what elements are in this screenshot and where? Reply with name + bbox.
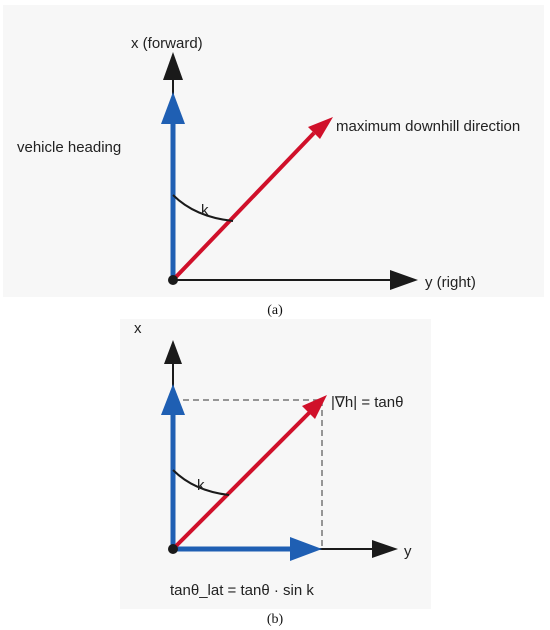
panel-a-caption: (a) <box>267 303 283 318</box>
panel-a-angle-label: k <box>201 202 209 219</box>
panel-a-y-axis-arrowhead <box>390 270 418 290</box>
panel-b-gradient-label: |∇h| = tanθ <box>331 394 403 411</box>
panel-b-y-axis-arrowhead <box>372 540 398 558</box>
panel-b-heading-arrowhead <box>161 384 185 415</box>
panel-b-origin-dot <box>168 544 178 554</box>
panel-a-heading-label: vehicle heading <box>17 139 121 156</box>
panel-b-gradient-arrowhead <box>302 395 327 419</box>
panel-b-gradient-vector <box>171 410 312 551</box>
panel-a-background <box>3 5 544 297</box>
panel-b-lateral-arrowhead <box>290 537 322 561</box>
panel-a-x-axis-label: x (forward) <box>131 35 203 52</box>
panel-a-downhill-arrowhead <box>308 117 333 139</box>
panel-b-caption: (b) <box>267 612 284 627</box>
panel-a-x-axis-arrowhead <box>163 52 183 80</box>
panel-b-x-axis-arrowhead <box>164 340 182 364</box>
panel-a-y-axis-label: y (right) <box>425 274 476 291</box>
panel-b: x y |∇h| = tanθ k tanθ_lat = tanθ · sin … <box>120 319 431 609</box>
panel-b-x-axis-label: x <box>134 320 142 337</box>
panel-b-angle-arc <box>172 469 230 496</box>
panel-a-origin-dot <box>168 275 178 285</box>
panel-a-downhill-label: maximum downhill direction <box>336 118 520 135</box>
panel-a-downhill-vector <box>171 131 316 282</box>
panel-a-angle-arc <box>172 194 234 222</box>
panel-b-angle-label: k <box>197 477 205 494</box>
panel-a: x (forward) y (right) vehicle heading ma… <box>3 5 544 297</box>
panel-a-heading-arrowhead <box>161 92 185 124</box>
panel-b-formula: tanθ_lat = tanθ · sin k <box>170 582 314 599</box>
panel-b-y-axis-label: y <box>404 543 412 560</box>
